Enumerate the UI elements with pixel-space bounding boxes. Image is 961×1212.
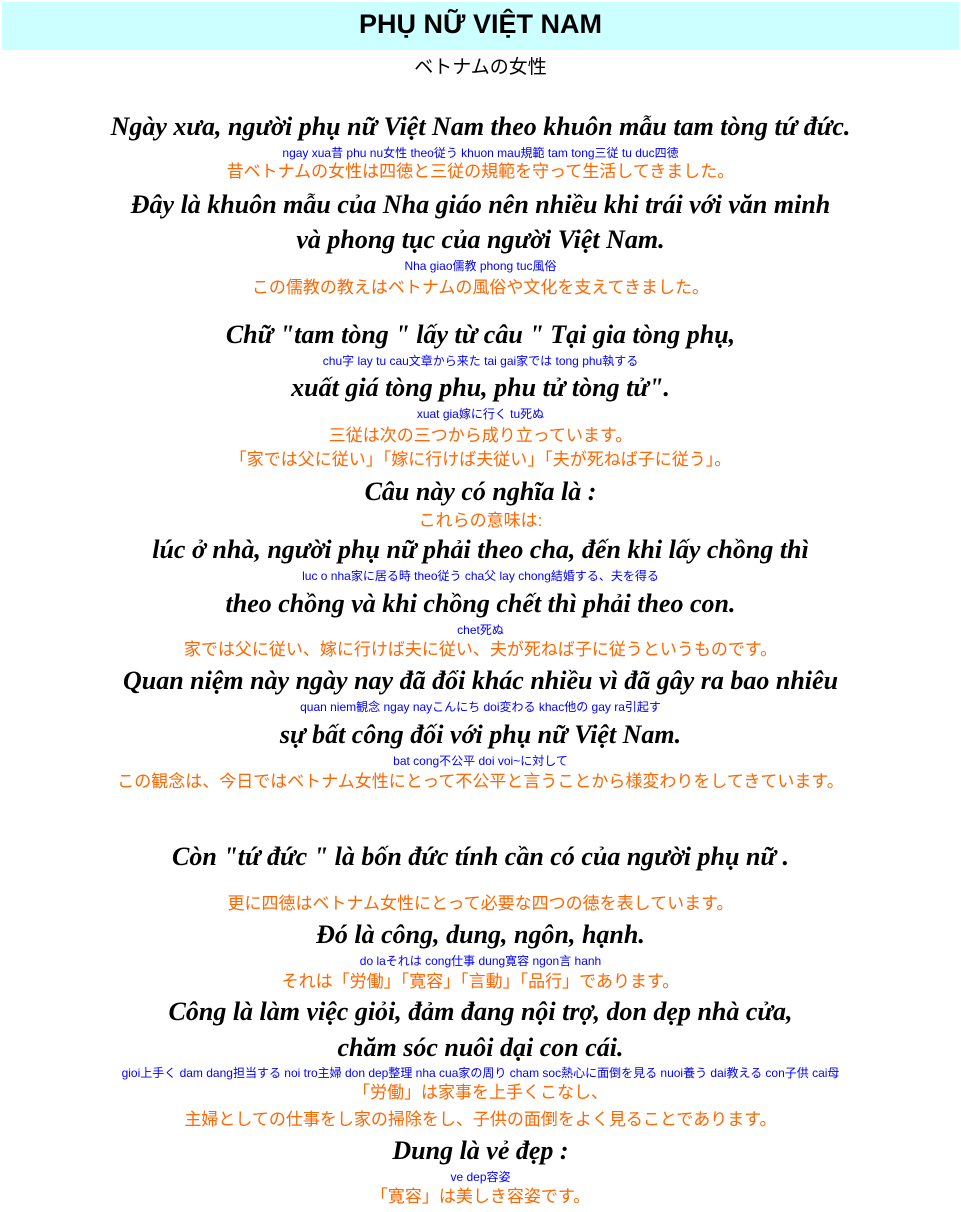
vietnamese-line: Đây là khuôn mẫu của Nha giáo nên nhiều … <box>130 190 831 219</box>
gloss-line: ve dep容姿 <box>450 1170 511 1184</box>
page-subtitle: ベトナムの女性 <box>414 57 547 78</box>
japanese-line: 「寛容」は美しき容姿です。 <box>370 1187 591 1206</box>
japanese-line: この儒教の教えはベトナムの風俗や文化を支えてきました。 <box>251 278 710 297</box>
vietnamese-line: Đó là công, dung, ngôn, hạnh. <box>316 920 645 949</box>
japanese-line: それは「労働」「寛容」「言動」「品行」であります。 <box>281 972 680 991</box>
vietnamese-line: Chữ "tam tòng " lấy từ câu " Tại gia tòn… <box>225 320 736 349</box>
vietnamese-line: sự bất công đối với phụ nữ Việt Nam. <box>279 720 682 749</box>
vietnamese-line: Công là làm việc giỏi, đảm đang nội trợ,… <box>168 997 793 1026</box>
vietnamese-line: và phong tục của người Việt Nam. <box>296 225 665 254</box>
gloss-line: quan niem観念 ngay nayこんにち doi変わる khac他の g… <box>300 700 661 714</box>
japanese-line: 家では父に従い、嫁に行けば夫に従い、夫が死ねば子に従うというものです。 <box>183 640 778 659</box>
japanese-line: 三従は次の三つから成り立っています。 <box>328 426 633 445</box>
vietnamese-line: chăm sóc nuôi dại con cái. <box>337 1033 624 1062</box>
vietnamese-line: theo chồng và khi chồng chết thì phải th… <box>225 589 736 618</box>
japanese-line: 昔ベトナムの女性は四徳と三従の規範を守って生活してきました。 <box>226 162 735 181</box>
gloss-line: chet死ぬ <box>457 623 504 637</box>
vietnamese-line: Quan niệm này ngày nay đã đổi khác nhiều… <box>122 666 839 695</box>
gloss-line: Nha giao儒教 phong tuc風俗 <box>404 259 557 273</box>
page-title: PHỤ NỮ VIỆT NAM <box>359 9 602 39</box>
vietnamese-line: Ngày xưa, người phụ nữ Việt Nam theo khu… <box>110 112 851 141</box>
japanese-line: これらの意味は: <box>418 511 543 530</box>
japanese-line: この観念は、今日ではベトナム女性にとって不公平と言うことから様変わりをしてきてい… <box>117 772 844 791</box>
gloss-line: bat cong不公平 doi voi~に対して <box>393 754 568 768</box>
gloss-line: chu字 lay tu cau文章から来た tai gai家では tong ph… <box>322 354 639 368</box>
gloss-line: ngay xua昔 phu nu女性 theo従う khuon mau規範 ta… <box>282 146 679 160</box>
japanese-line: 「労働」は家事を上手くこなし、 <box>353 1083 608 1102</box>
vietnamese-line: Dung là vẻ đẹp : <box>392 1136 569 1165</box>
japanese-line: 更に四徳はベトナム女性にとって必要な四つの徳を表しています。 <box>227 894 734 913</box>
vietnamese-line: xuất giá tòng phu, phu tử tòng tử". <box>291 373 670 402</box>
vietnamese-line: Câu này có nghĩa là : <box>364 477 597 506</box>
vietnamese-line: lúc ở nhà, người phụ nữ phải theo cha, đ… <box>152 535 809 564</box>
vietnamese-line: Còn "tứ đức " là bốn đức tính cần có của… <box>172 842 789 871</box>
gloss-line: gioi上手く dam dang担当する noi tro主婦 don dep整理… <box>121 1066 840 1080</box>
gloss-line: do laそれは cong仕事 dung寛容 ngon言 hanh <box>359 954 602 968</box>
title-banner <box>2 2 959 50</box>
gloss-line: xuat gia嫁に行く tu死ぬ <box>416 407 545 421</box>
japanese-line: 「家では父に従い」「嫁に行けば夫従い」「夫が死ねば子に従う」。 <box>229 450 732 469</box>
gloss-line: luc o nha家に居る時 theo従う cha父 lay chong結婚する… <box>302 569 659 583</box>
japanese-line: 主婦としての仕事をし家の掃除をし、子供の面倒をよく見ることであります。 <box>184 1110 777 1129</box>
